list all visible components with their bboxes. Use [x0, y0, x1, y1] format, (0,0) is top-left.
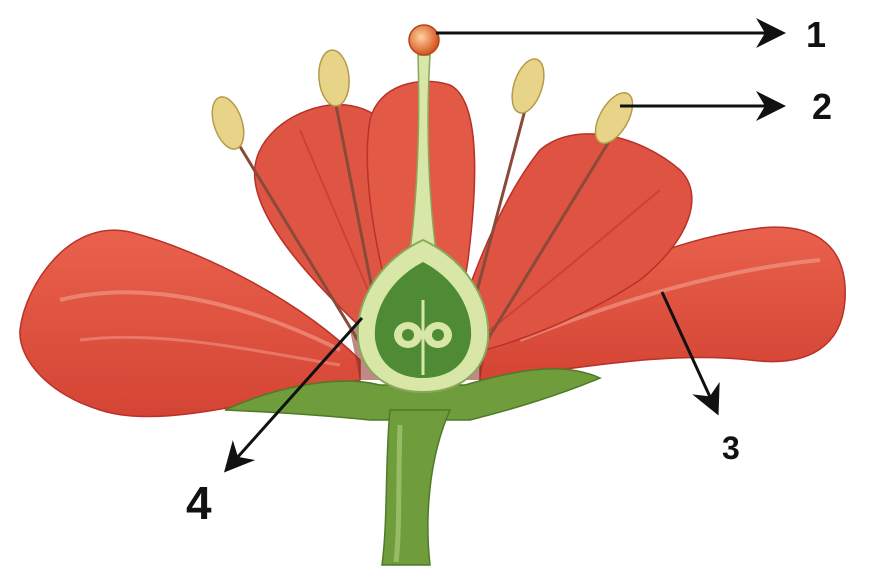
arrow-3 [660, 291, 720, 416]
ovules [394, 300, 452, 375]
label-3: 3 [722, 430, 740, 466]
label-4: 4 [186, 477, 212, 529]
receptacle [224, 368, 602, 421]
label-2: 2 [812, 86, 833, 127]
arrow-4 [224, 317, 364, 473]
stigma [408, 24, 440, 56]
stem [381, 409, 452, 566]
label-1: 1 [806, 14, 827, 55]
anthers [211, 49, 634, 150]
left-petal [19, 229, 361, 418]
